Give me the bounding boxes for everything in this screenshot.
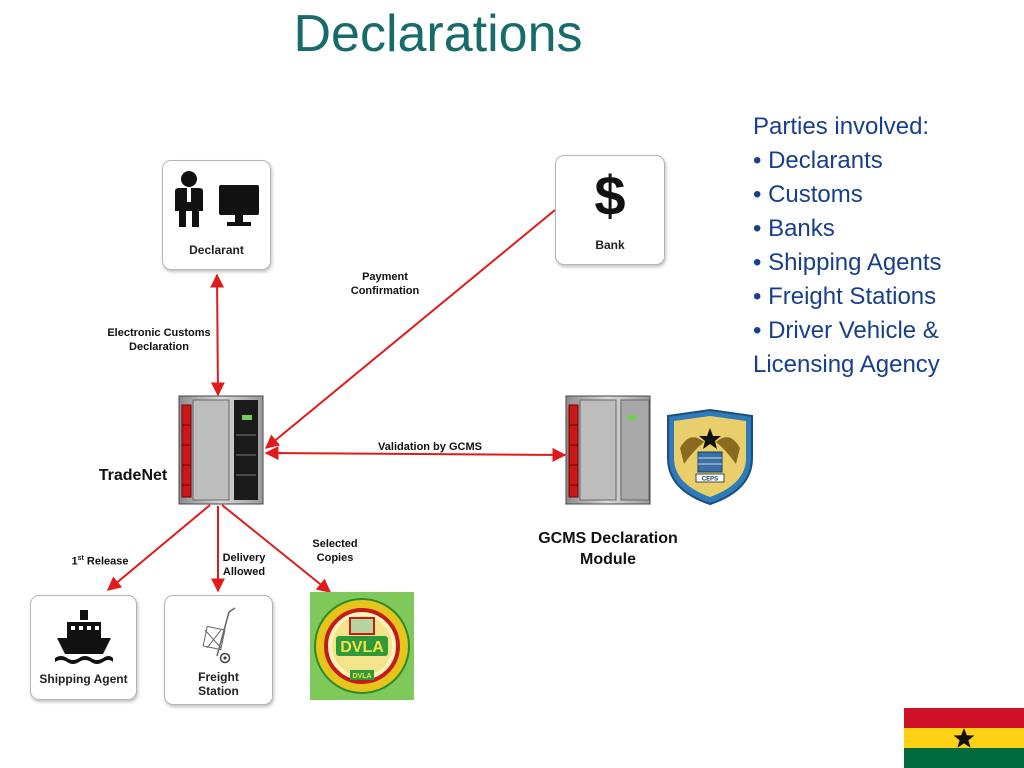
party-item: Licensing Agency (753, 351, 940, 378)
ghana-flag (904, 708, 1024, 768)
first-release-label: 1st Release (55, 552, 145, 569)
computer-monitor-icon (219, 185, 259, 226)
release-text: Release (83, 555, 129, 568)
tradenet-dvla-arrow (221, 504, 332, 593)
black-star-icon (953, 728, 975, 748)
flag-red-stripe (904, 708, 1024, 728)
gcms-label: GCMS Declaration Module (520, 528, 696, 570)
ceps-text: CEPS (702, 477, 718, 483)
tradenet-shipping-arrow (106, 504, 211, 591)
electronic-customs-declaration-label: Electronic Customs Declaration (95, 326, 223, 354)
edge-label-line: Copies (316, 552, 354, 564)
shipping-agent-node: Shipping Agent (30, 595, 137, 700)
release-number: 1 (71, 555, 78, 568)
bank-node: $ Bank (555, 155, 665, 265)
party-item: • Freight Stations (753, 283, 937, 310)
dvla-small-text: DVLA (352, 673, 371, 680)
tradenet-gcms-arrow (264, 446, 567, 462)
hand-truck-icon (202, 607, 236, 664)
tradenet-server-icon (178, 395, 264, 505)
release-suffix: st (77, 555, 84, 562)
payment-confirmation-label: Payment Confirmation (335, 270, 435, 298)
party-item: • Driver Vehicle & (753, 317, 939, 344)
tradenet-label: TradeNet (98, 467, 168, 484)
edge-label-line: Allowed (222, 566, 266, 578)
flag-green-stripe (904, 748, 1024, 768)
party-item: • Customs (753, 181, 863, 208)
edge-label-line: Payment (362, 271, 408, 283)
ship-icon (55, 610, 113, 664)
bank-label: Bank (595, 238, 625, 252)
declarant-node: Declarant (162, 160, 271, 270)
gcms-server-icon (565, 395, 651, 505)
freight-station-label: Freight Station (165, 670, 272, 698)
dvla-logo: DVLA DVLA (314, 598, 410, 694)
freight-label-line: Station (198, 684, 239, 698)
party-item: • Banks (753, 215, 835, 242)
parties-list: Parties involved: • Declarants • Customs… (753, 110, 1018, 382)
freight-label-line: Freight (198, 670, 239, 684)
gcms-label-line: GCMS Declaration (538, 530, 678, 547)
gcms-label-line: Module (580, 551, 636, 568)
dvla-text: DVLA (340, 639, 384, 656)
party-item: • Declarants (753, 147, 883, 174)
edge-label-line: Declaration (129, 341, 189, 353)
freight-station-node: Freight Station (164, 595, 273, 705)
party-item: • Shipping Agents (753, 249, 942, 276)
declarant-tradenet-arrow (210, 273, 225, 397)
parties-heading: Parties involved: (753, 113, 930, 140)
page-title: Declarations (293, 5, 583, 63)
edge-label-line: Confirmation (350, 285, 420, 297)
edge-label-line: Selected (312, 538, 358, 550)
flag-yellow-stripe (904, 728, 1024, 748)
validation-label: Validation by GCMS (378, 441, 482, 453)
shipping-agent-label: Shipping Agent (39, 672, 128, 686)
person-icon (175, 171, 259, 227)
declarant-label: Declarant (189, 243, 244, 257)
dollar-icon: $ (594, 164, 626, 227)
bank-tradenet-arrow (264, 209, 556, 449)
dvla-node: DVLA DVLA (310, 592, 414, 700)
customs-shield-logo: CEPS (667, 408, 753, 506)
edge-label-line: Electronic Customs (107, 327, 211, 339)
edge-label-line: Delivery (222, 552, 266, 564)
selected-copies-label: Selected Copies (300, 537, 370, 565)
delivery-allowed-label: Delivery Allowed (207, 551, 281, 579)
